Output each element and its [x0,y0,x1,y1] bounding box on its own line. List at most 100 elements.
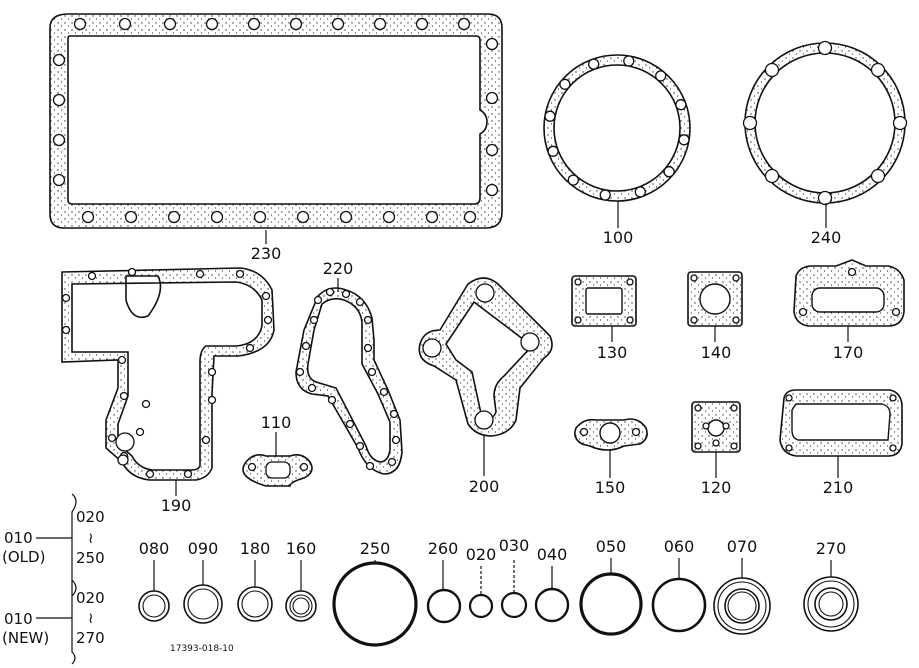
label-160: 160 [286,539,317,558]
bolt-hole [115,432,135,452]
bolt-hole [325,287,335,297]
label-230: 230 [251,244,282,263]
label-100: 100 [603,228,634,247]
bolt-hole [135,427,145,437]
leader-lines [153,201,849,595]
bolt-hole [387,457,397,467]
bolt-hole [81,210,95,224]
label-140: 140 [701,343,732,362]
gasket-240-round [742,40,908,206]
label-210: 210 [823,478,854,497]
bolt-hole [313,295,323,305]
legend-new-note: (NEW) [2,629,49,647]
label-020: 020 [466,545,497,564]
bolt-hole [52,133,66,147]
bolt-hole [61,293,71,303]
bolt-hole [52,53,66,67]
label-040: 040 [537,545,568,564]
gasket-210-plate [779,389,903,457]
bolt-hole [301,341,311,351]
bolt-hole [485,37,499,51]
label-180: 180 [240,539,271,558]
bolt-hole [201,435,211,445]
bolt-hole [127,267,137,277]
gasket-150-oval [574,418,648,451]
o-ring-050 [579,572,643,636]
seal-270 [803,576,859,632]
bolt-hole [61,325,71,335]
bolt-hole [367,367,377,377]
bolt-hole [345,419,355,429]
bolt-hole [870,62,886,78]
bolt-hole [117,355,127,365]
gasket-140-square [687,271,743,327]
bolt-hole [163,17,177,31]
label-250: 250 [360,539,391,558]
bolt-hole [327,395,337,405]
bolt-hole [263,315,273,325]
bolt-hole [295,367,305,377]
label-170: 170 [833,343,864,362]
bolt-hole [675,99,687,111]
bolt-hole [817,190,833,206]
seal-160 [285,590,317,622]
legend-new-to: 270 [76,629,105,647]
label-270: 270 [816,539,847,558]
label-080: 080 [139,539,170,558]
bolt-hole [742,115,758,131]
bolt-hole [205,17,219,31]
bolt-hole [73,17,87,31]
bolt-hole [588,58,600,70]
bolt-hole [309,315,319,325]
bolt-hole [634,186,646,198]
label-030: 030 [499,536,530,555]
legend-new-tilde: ≀ [88,609,94,627]
gasket-170-plate [793,259,905,327]
bolt-hole [339,210,353,224]
bolt-hole [183,469,193,479]
bolt-hole [655,70,667,82]
bolt-hole [245,343,255,353]
bolt-hole [289,17,303,31]
bolt-hole [331,17,345,31]
bolt-hole [764,168,780,184]
bolt-hole [547,145,559,157]
bolt-hole [567,174,579,186]
bolt-hole [365,461,375,471]
bolt-hole [485,143,499,157]
bolt-hole [463,210,477,224]
legend-new-from: 020 [76,589,105,607]
label-190: 190 [161,496,192,515]
gasket-110-small [242,454,313,487]
gasket-200-housing [418,277,553,437]
gasket-220-water-pump [295,287,403,475]
bolt-hole [559,78,571,90]
bolt-hole [389,409,399,419]
label-060: 060 [664,537,695,556]
o-ring-060 [651,577,707,633]
legend-old-to: 250 [76,549,105,567]
bolt-hole [117,454,129,466]
gasket-120-square [691,401,741,453]
bolt-hole [207,395,217,405]
legend-new-number: 010 [4,610,33,628]
label-090: 090 [188,539,219,558]
bolt-hole [379,387,389,397]
gasket-130-square [571,275,637,327]
label-110: 110 [261,413,292,432]
bolt-hole [118,17,132,31]
gasket-100-flywheel-housing [543,54,691,202]
legend-old-from: 020 [76,508,105,526]
bolt-hole [678,134,690,146]
legend-old-note: (OLD) [2,548,45,566]
gasket-190-gear-case [61,267,275,481]
bolt-hole [261,291,271,301]
bolt-hole [892,115,908,131]
bolt-hole [425,210,439,224]
o-ring-020 [468,593,494,619]
bolt-hole [124,210,138,224]
o-ring-250 [332,561,418,647]
bolt-hole [485,91,499,105]
label-070: 070 [727,537,758,556]
